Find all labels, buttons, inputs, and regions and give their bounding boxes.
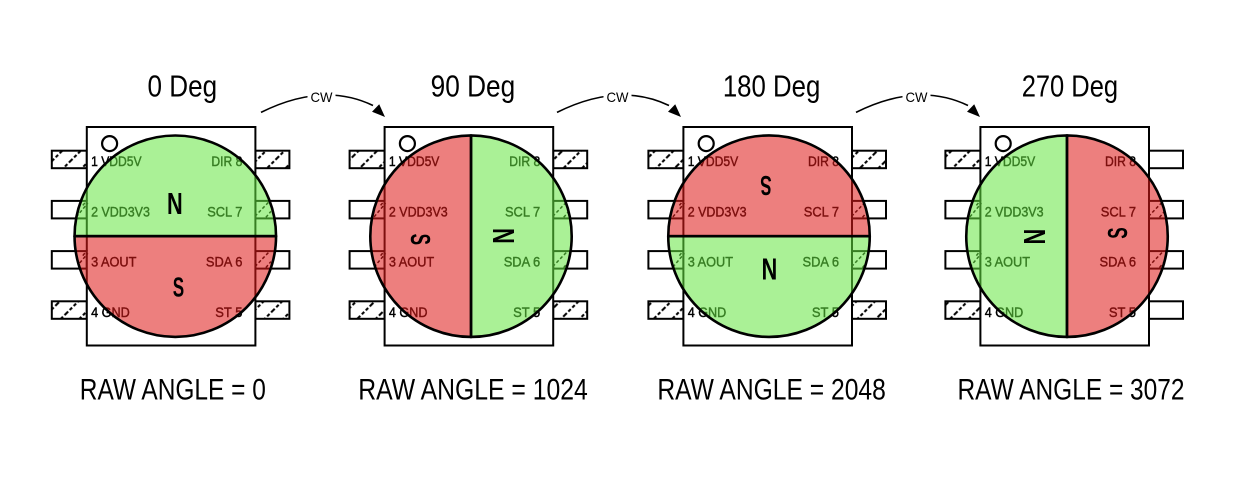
svg-text:N: N <box>486 228 520 244</box>
svg-text:S: S <box>1102 227 1133 238</box>
svg-text:0 Deg: 0 Deg <box>148 71 218 104</box>
svg-text:90 Deg: 90 Deg <box>431 71 516 104</box>
svg-text:270 Deg: 270 Deg <box>1022 71 1118 104</box>
svg-text:RAW ANGLE = 0: RAW ANGLE = 0 <box>80 374 266 407</box>
svg-text:S: S <box>760 170 771 201</box>
svg-text:CW: CW <box>906 89 929 105</box>
svg-text:RAW ANGLE = 3072: RAW ANGLE = 3072 <box>958 374 1185 407</box>
svg-text:N: N <box>1018 229 1052 245</box>
svg-text:N: N <box>762 251 778 285</box>
svg-text:180 Deg: 180 Deg <box>723 71 821 104</box>
svg-text:CW: CW <box>607 89 630 105</box>
svg-text:S: S <box>173 271 184 302</box>
svg-text:RAW ANGLE = 2048: RAW ANGLE = 2048 <box>657 374 886 407</box>
svg-text:CW: CW <box>311 89 334 105</box>
svg-text:RAW ANGLE = 1024: RAW ANGLE = 1024 <box>358 374 588 407</box>
svg-text:S: S <box>405 234 436 245</box>
svg-text:N: N <box>167 187 183 221</box>
